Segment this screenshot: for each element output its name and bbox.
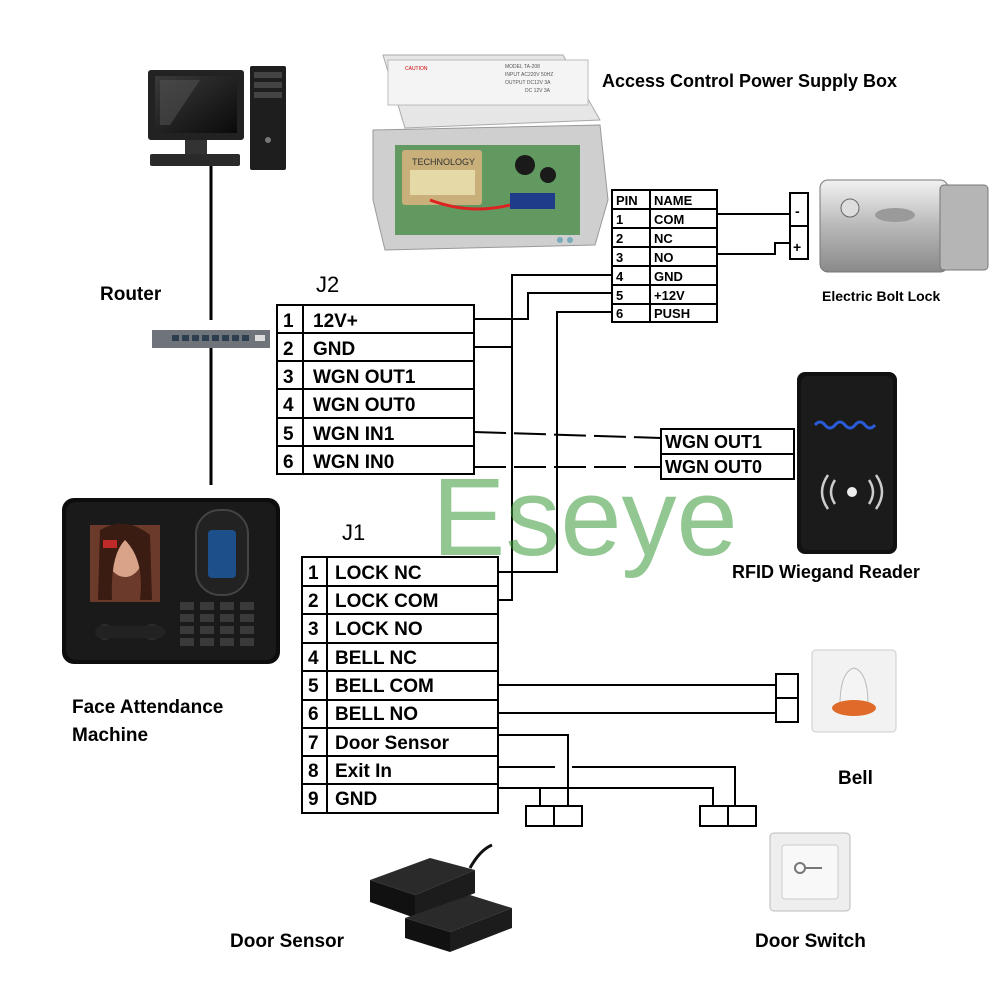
face-attendance-machine-icon (62, 498, 280, 664)
j2-name-6: WGN IN0 (313, 452, 394, 473)
j1-pin-6: 6 (308, 704, 319, 725)
j2-pin-5: 5 (283, 424, 294, 445)
j2-pin-1: 1 (283, 311, 294, 332)
power-supply-pin-table (611, 189, 718, 323)
j2-name-4: WGN OUT0 (313, 395, 415, 416)
j1-pin-8: 8 (308, 761, 319, 782)
reader-terminal-out1: WGN OUT1 (665, 432, 762, 452)
wire-no-lock-plus (717, 242, 790, 255)
power-supply-label: Access Control Power Supply Box (602, 71, 897, 91)
j2-pin-4: 4 (283, 395, 294, 416)
door-switch-label: Door Switch (755, 931, 866, 952)
j1-name-4: BELL NC (335, 648, 417, 669)
j1-pin-7: 7 (308, 733, 319, 754)
wire-wgn-in1 (473, 431, 662, 439)
j1-pin-4: 4 (308, 648, 319, 669)
wire-psu-push (498, 311, 612, 573)
pin-header: PIN (616, 193, 638, 208)
bell-terminals (775, 673, 799, 723)
psu-sticker-rating: DC 12V 3A (525, 88, 551, 94)
j2-title: J2 (316, 272, 339, 297)
j1-name-9: GND (335, 789, 377, 810)
psu-sticker-caution: CAUTION (405, 66, 428, 72)
psu-sticker-input: INPUT AC220V 50HZ (505, 72, 553, 78)
j2-pin-2: 2 (283, 339, 294, 360)
j2-name-2: GND (313, 339, 355, 360)
j1-pin-9: 9 (308, 789, 319, 810)
name-header: NAME (654, 193, 693, 208)
psu-name-2: NC (654, 231, 673, 246)
psu-name-5: +12V (654, 288, 685, 303)
j1-pin-5: 5 (308, 676, 319, 697)
power-supply-box-icon: CAUTION MODEL TA-208 INPUT AC220V 50HZ O… (372, 54, 609, 251)
computer-icon (148, 66, 286, 170)
wire-gnd-1 (498, 787, 541, 806)
electric-bolt-lock-icon (819, 179, 989, 273)
door-sensor-icon (370, 843, 512, 952)
psu-name-6: PUSH (654, 306, 690, 321)
psu-pin-1: 1 (616, 212, 623, 227)
wire-gnd-2 (540, 787, 714, 806)
j1-name-6: BELL NO (335, 704, 418, 725)
bell-label: Bell (838, 768, 873, 789)
j1-pin-3: 3 (308, 619, 319, 640)
router-icon (152, 330, 270, 348)
psu-pin-3: 3 (616, 250, 623, 265)
bell-icon (811, 649, 897, 733)
j2-name-5: WGN IN1 (313, 424, 395, 445)
lock-terminal-minus: - (795, 203, 800, 219)
lock-terminal-block (789, 192, 809, 260)
psu-pin-5: 5 (616, 288, 623, 303)
wire-door-sensor (498, 734, 569, 806)
psu-sticker-output: OUTPUT DC12V 3A (505, 80, 551, 86)
rfid-reader-label: RFID Wiegand Reader (732, 562, 920, 582)
rfid-reader-icon (797, 372, 897, 554)
psu-sticker-model: MODEL TA-208 (505, 64, 540, 70)
j2-name-1: 12V+ (313, 311, 358, 332)
wires (473, 213, 790, 806)
face-machine-label-2: Machine (72, 725, 148, 746)
door-sensor-label: Door Sensor (230, 931, 345, 952)
bolt-lock-label: Electric Bolt Lock (822, 288, 940, 304)
psu-pin-4: 4 (616, 269, 624, 284)
j2-pin-6: 6 (283, 452, 294, 473)
j1-connector-table (301, 556, 499, 814)
door-sensor-terminals (525, 805, 583, 827)
face-machine-label-1: Face Attendance (72, 697, 223, 718)
wire-exit-in-2 (572, 766, 736, 806)
j2-connector-table (276, 304, 475, 475)
router-label: Router (100, 284, 162, 305)
psu-name-3: NO (654, 250, 674, 265)
psu-name-4: GND (654, 269, 683, 284)
j1-pin-1: 1 (308, 563, 319, 584)
j2-name-3: WGN OUT1 (313, 367, 416, 388)
rfid-reader-terminals (660, 428, 795, 480)
j1-name-3: LOCK NO (335, 619, 423, 640)
j1-name-1: LOCK NC (335, 563, 422, 584)
j1-name-7: Door Sensor (335, 733, 450, 754)
door-switch-terminals (699, 805, 757, 827)
j1-name-5: BELL COM (335, 676, 434, 697)
door-switch-icon (769, 832, 851, 912)
j2-pin-3: 3 (283, 367, 294, 388)
reader-terminal-out0: WGN OUT0 (665, 457, 762, 477)
j1-title: J1 (342, 520, 365, 545)
j1-pin-2: 2 (308, 591, 319, 612)
wire-psu-gnd (498, 274, 612, 601)
wire-psu-12v (474, 292, 612, 320)
j1-name-8: Exit In (335, 761, 392, 782)
psu-pin-6: 6 (616, 306, 623, 321)
eseye-watermark: Eseye (432, 456, 738, 579)
psu-pin-2: 2 (616, 231, 623, 246)
psu-name-1: COM (654, 212, 684, 227)
transformer-label: TECHNOLOGY (412, 157, 475, 167)
j1-name-2: LOCK COM (335, 591, 438, 612)
lock-terminal-plus: + (793, 239, 801, 255)
